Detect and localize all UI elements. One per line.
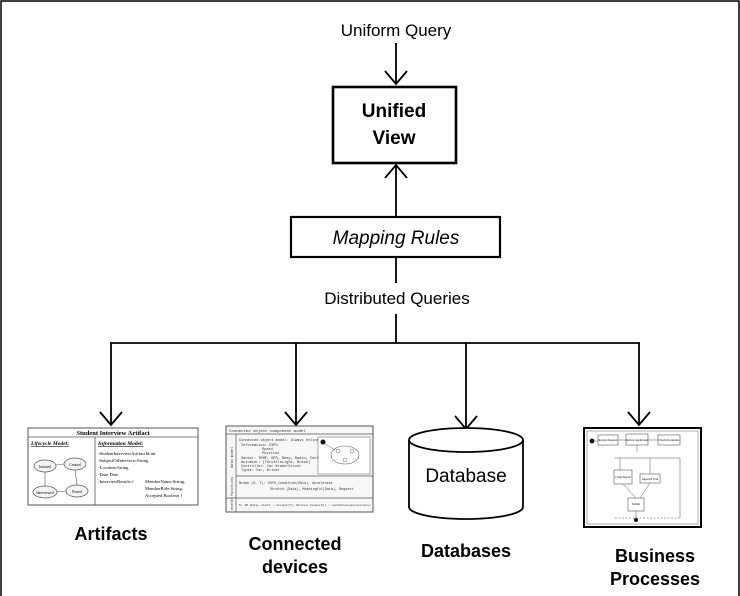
code-line-0: Connected object model: Always Online [239,438,319,443]
devices-label-line2: devices [262,557,328,577]
arrow-to-artifacts [99,343,123,427]
bp-box-5: Submit [632,503,640,506]
arrow-to-devices [284,343,308,427]
artifacts-label: Artifacts [74,524,147,544]
arrow-to-databases [454,343,478,431]
field-4: -InterviewResults:{ [98,479,134,484]
bp-box-2: Check Documents [659,439,680,442]
query-arrow [384,43,408,86]
state-interviewed: Interviewed [36,491,53,495]
field-3: -Date:Date [98,472,118,477]
code-line-6: Controller: Car Brake/Driver [241,464,301,469]
state-posted: Posted [72,490,82,494]
bp-box-4: Approval Task [642,478,659,481]
field-0: -StudentInterviewArtifactId:int [98,451,156,456]
side-functions: functions [230,477,235,496]
devices-label-line1: Connected [248,534,341,554]
code-line-7: Types: Car, Driver [241,468,280,473]
code-line-1: Information: EXPO [241,443,278,448]
field-5: MemberName:String, [145,479,185,485]
code-line-5: Actuator: [ThrottleLight, Break] [241,460,310,465]
state-created: Created [69,463,80,467]
state-initiated: Initiated [39,465,51,469]
uniform-query-label: Uniform Query [341,21,452,40]
field-2: -Location:String [98,465,129,470]
func-line-0: Break (S, T): VSFS_Condition(Data), Acce… [239,481,333,486]
database-cylinder [408,427,524,520]
business-label-line2: Processes [610,569,700,589]
code-line-2: Speed [262,447,273,452]
business-label-line1: Business [615,546,695,566]
database-cylinder-label: Database [425,466,506,487]
event-line: S: GP Data, start : Accept(T), Broken (C… [239,503,371,507]
info-model-heading: Information Model: [97,441,144,447]
databases-label: Databases [421,541,511,561]
side-events: events [231,497,235,510]
business-thumbnail: Receive Request Review Application Check… [583,427,702,528]
bp-box-1: Review Application [626,439,649,442]
artifact-title: Student Interview Artifact [76,430,150,437]
unified-view-box: Unified View [331,85,458,165]
distributed-queries-label: Distributed Queries [324,289,470,308]
lifecycle-heading: Lifecycle Model: [30,441,69,447]
field-1: -SubjectOfInterview:String [98,458,149,463]
bp-box-0: Receive Request [599,439,618,442]
mapping-rules-box: Mapping Rules [289,215,502,259]
devices-thumbnail: Connected object component model data mo… [225,425,374,513]
device-model-title: Connected object component model [229,429,306,434]
unified-view-line1: Unified [362,101,426,122]
field-7: Accepted:Boolean } [145,493,182,498]
field-6: MemberRole:String, [145,486,183,492]
code-line-4: Sensor: TEMP, GPS, Beep, Radio, Controll… [241,456,332,461]
arrow-to-business [627,343,651,427]
mapping-rules-label: Mapping Rules [333,228,460,249]
artifacts-thumbnail: Student Interview Artifact Lifecycle Mod… [27,427,199,506]
func-line-1: Stretch (Data), Meaningful(Data), Reques… [270,487,353,492]
side-data-model: data model [230,446,235,468]
code-line-3: Position [262,451,279,456]
unified-view-line2: View [373,128,416,149]
mapping-arrow [384,163,408,216]
bp-box-3: Create Report [615,476,631,479]
